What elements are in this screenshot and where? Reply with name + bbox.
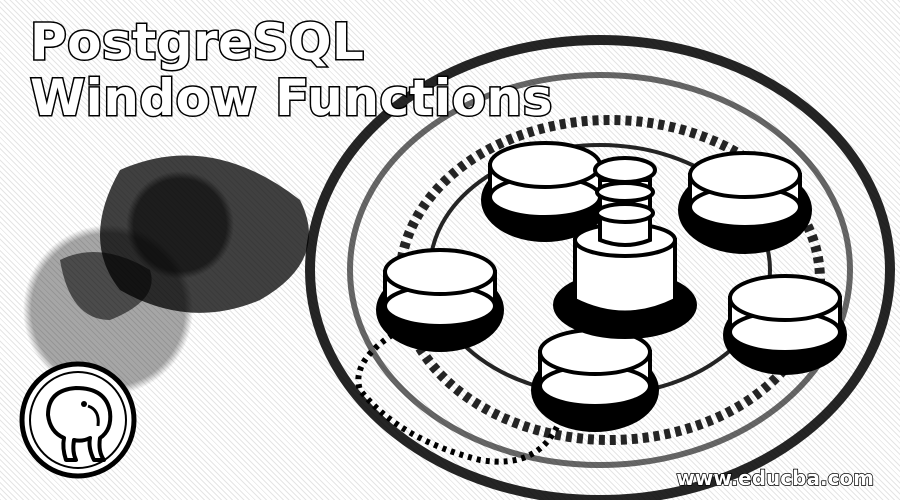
banner-title: PostgreSQL Window Functions [29, 13, 554, 128]
title-line-2: Window Functions [29, 69, 554, 128]
website-url: www.educba.com [676, 465, 875, 491]
title-line-1: PostgreSQL [29, 13, 366, 72]
postgresql-elephant-icon [19, 361, 137, 479]
